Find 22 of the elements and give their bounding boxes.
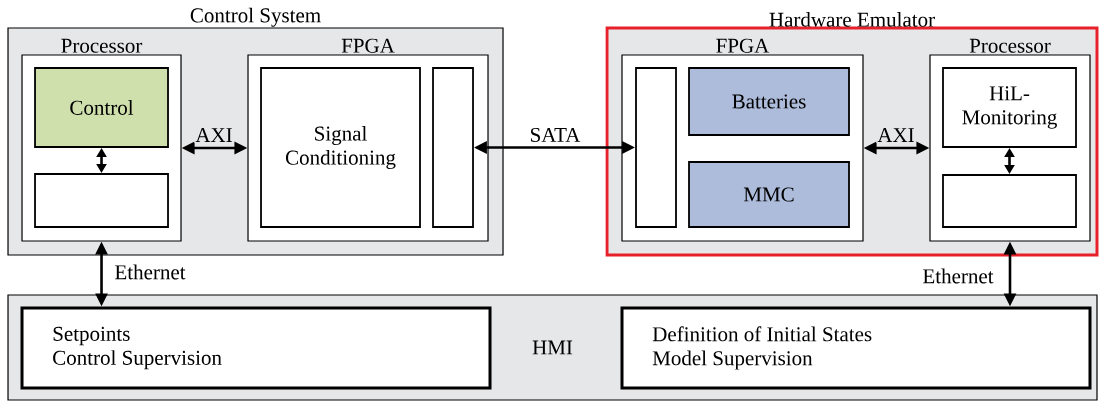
edge-label: SATA — [528, 126, 582, 144]
node-label: FPGA — [341, 38, 395, 53]
node-label: FPGA — [716, 38, 770, 53]
task-box — [942, 174, 1077, 228]
task-box: HiL-Monitoring — [942, 67, 1077, 148]
edge-label: Ethernet — [921, 267, 995, 285]
task-box — [34, 173, 169, 228]
model-box: Batteries — [688, 67, 850, 136]
function-box: Definition of Initial States Model Supervision — [620, 306, 1092, 390]
task-box: Control — [34, 67, 169, 148]
edge-label: AXI — [876, 127, 916, 143]
edge-label: Ethernet — [113, 263, 187, 281]
module-box: Signal Conditioning — [260, 67, 421, 228]
node-label: Processor — [61, 38, 143, 53]
node-label: Processor — [969, 38, 1051, 53]
function-box: Setpoints Control Supervision — [20, 306, 492, 390]
model-box: MMC — [688, 161, 850, 228]
node-label: Hardware Emulator — [769, 12, 935, 27]
node-label: Control System — [190, 7, 321, 27]
transceiver-box — [635, 67, 677, 228]
edge-label: AXI — [194, 127, 234, 143]
transceiver-box — [432, 67, 474, 228]
